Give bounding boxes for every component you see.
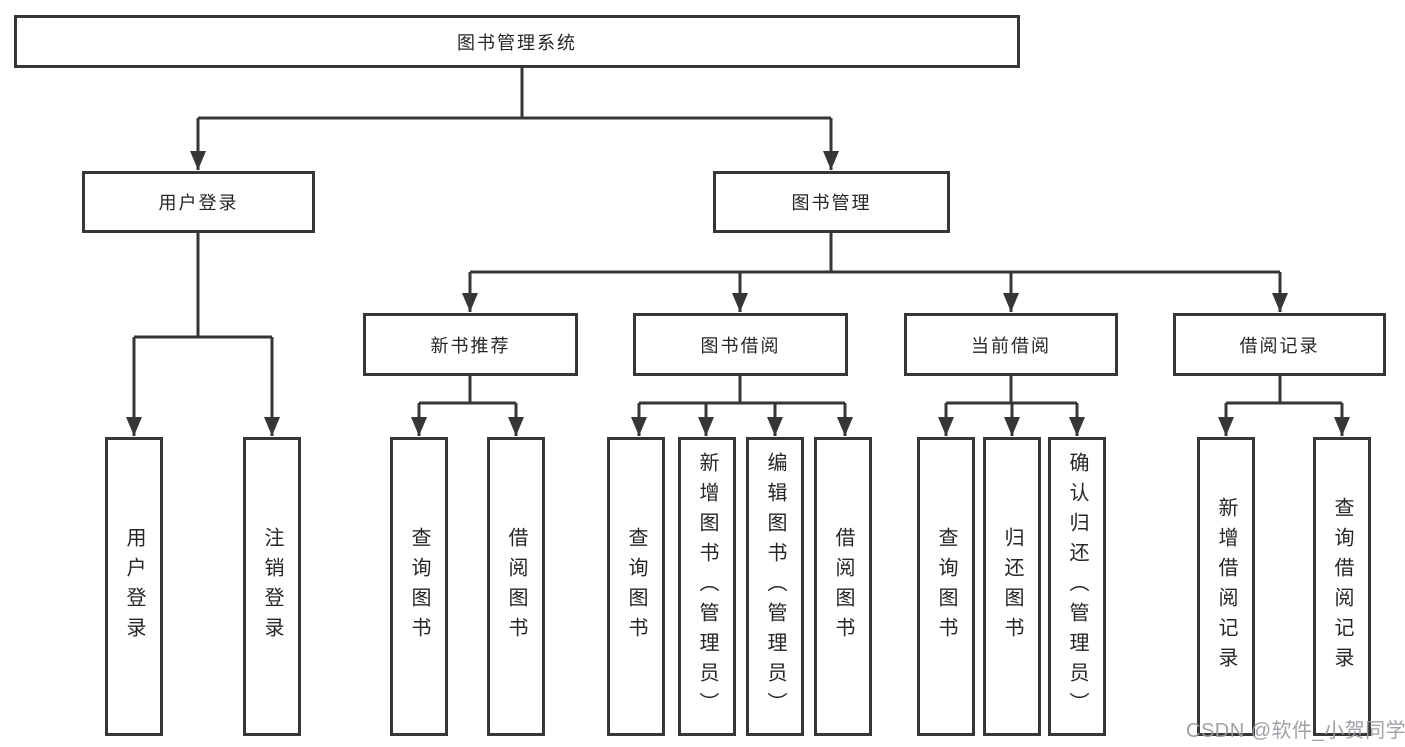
node-book-borrowing: 图书借阅 xyxy=(633,313,848,376)
leaf-query-borrow-record: 查询借阅记录 xyxy=(1313,437,1371,736)
node-book-management: 图书管理 xyxy=(713,171,950,233)
leaf-borrow-books-recommend: 借阅图书 xyxy=(487,437,545,736)
leaf-add-book-admin: 新增图书（管理员） xyxy=(678,437,736,736)
node-user-login: 用户登录 xyxy=(82,171,315,233)
leaf-borrow-books: 借阅图书 xyxy=(814,437,872,736)
node-borrow-records: 借阅记录 xyxy=(1173,313,1386,376)
bus-new-book xyxy=(419,376,516,405)
leaf-query-books-recommend: 查询图书 xyxy=(390,437,448,736)
leaf-query-books-borrow: 查询图书 xyxy=(607,437,665,736)
leaf-edit-book-admin: 编辑图书（管理员） xyxy=(746,437,804,736)
leaf-logout: 注销登录 xyxy=(243,437,301,736)
bus-root xyxy=(198,68,831,120)
node-root-system: 图书管理系统 xyxy=(14,15,1020,68)
leaf-return-book: 归还图书 xyxy=(983,437,1041,736)
bus-current-borrow xyxy=(946,376,1077,405)
bus-user-login xyxy=(134,233,272,339)
leaf-user-login: 用户登录 xyxy=(105,437,163,736)
bus-borrow-records xyxy=(1226,376,1342,405)
leaf-query-books-current: 查询图书 xyxy=(917,437,975,736)
bus-book-management xyxy=(470,233,1280,274)
node-current-borrowing: 当前借阅 xyxy=(904,313,1118,376)
bus-book-borrow xyxy=(639,376,845,405)
node-new-book-recommend: 新书推荐 xyxy=(363,313,578,376)
leaf-add-borrow-record: 新增借阅记录 xyxy=(1197,437,1255,736)
leaf-confirm-return-admin: 确认归还（管理员） xyxy=(1048,437,1106,736)
watermark-text: CSDN @软件_小贺同学 xyxy=(1186,720,1405,742)
